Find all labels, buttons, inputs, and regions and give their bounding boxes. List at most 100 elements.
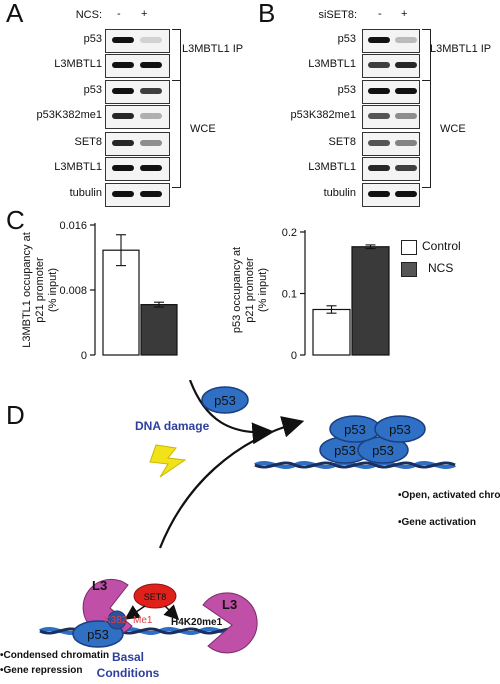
p53-cluster-label-2: p53 — [389, 422, 411, 437]
y-tick-label: 0.016 — [59, 220, 87, 232]
panel_b-band — [368, 140, 390, 146]
y-axis-label: p53 occupancy atp21 promoter(% input) — [231, 247, 269, 333]
panel_a-band — [140, 191, 162, 197]
panel_a-band — [140, 140, 162, 146]
panel_a-band — [112, 62, 134, 68]
legend-swatch-ncs — [401, 262, 417, 277]
panel-a-wce-bracket — [172, 80, 181, 188]
bar-ncs — [351, 246, 390, 356]
y-tick-label: 0.008 — [59, 285, 87, 297]
p53-free — [201, 386, 249, 414]
panel_a-row-label: SET8 — [74, 136, 102, 148]
bullet-right-1: •Open, activated chromatin — [398, 490, 500, 501]
panel-a-lane-minus: - — [117, 8, 121, 20]
bullet-left-1: •Condensed chromatin — [0, 650, 109, 661]
legend-swatch-control — [401, 240, 417, 255]
arrow-p53-to-chromatin — [188, 380, 275, 445]
dna-helix-activated — [254, 461, 456, 469]
panel-b-letter: B — [258, 0, 276, 28]
panel_a-row-label: L3MBTL1 — [54, 161, 102, 173]
bullet-right-2: •Gene activation — [398, 517, 476, 528]
panel_b-band — [395, 140, 417, 146]
panel-a-letter: A — [6, 0, 24, 28]
panel_b-band — [368, 165, 390, 171]
panel-b-wce-label: WCE — [440, 123, 466, 135]
panel_a-band — [140, 165, 162, 171]
panel_b-row-label: L3MBTL1 — [308, 58, 356, 70]
panel-d-diagram: p53 DNA damage p53 p53 p53 p53 •Open, ac… — [0, 380, 500, 680]
panel-b-ip-label: L3MBTL1 IP — [430, 43, 492, 55]
panel_a-row-label: tubulin — [69, 187, 102, 199]
panel-d-letter: D — [6, 400, 25, 430]
panel_a-row-label: L3MBTL1 — [54, 58, 102, 70]
p53-cluster-label-1: p53 — [344, 422, 366, 437]
panel-a-ip-label: L3MBTL1 IP — [182, 43, 244, 55]
set8 — [133, 583, 177, 609]
panel_b-band — [395, 191, 417, 197]
panel_a-band — [112, 88, 134, 94]
basal-label-2: Conditions — [97, 666, 160, 680]
panel_b-band — [395, 165, 417, 171]
panel_b-band — [368, 113, 390, 119]
panel_b-row-label: L3MBTL1 — [308, 161, 356, 173]
panel_b-band — [395, 113, 417, 119]
bullet-left-2: •Gene repression — [0, 665, 82, 676]
panel-a-lane-plus: + — [141, 8, 148, 20]
panel_b-row-label: tubulin — [323, 187, 356, 199]
p53-free-label: p53 — [214, 393, 236, 408]
p53-cluster-label-3: p53 — [334, 443, 356, 458]
panel_b-band — [368, 191, 390, 197]
panel_a-band — [112, 37, 134, 43]
bar-ncs — [140, 304, 178, 356]
y-tick-label: 0.2 — [282, 227, 297, 239]
panel_b-band — [395, 88, 417, 94]
panel-a-wce-label: WCE — [190, 123, 216, 135]
legend-label-control: Control — [422, 239, 461, 253]
panel_a-band — [112, 113, 134, 119]
l3-left-label: L3 — [92, 578, 107, 593]
basal-label-1: Basal — [112, 650, 144, 664]
panel-b-wce-bracket — [422, 80, 431, 188]
y-tick-label: 0 — [291, 350, 297, 362]
lightning-icon — [149, 444, 187, 478]
panel-b-condition-label: siSET8: — [318, 9, 357, 21]
panel-a-condition-label: NCS: — [75, 9, 102, 21]
l3-right-label: L3 — [222, 597, 237, 612]
dna-damage-label: DNA damage — [135, 419, 210, 433]
k382-label: K382 — [104, 615, 128, 626]
bar-control — [312, 308, 351, 356]
panel_a-band — [140, 113, 162, 119]
panel_a-band — [112, 140, 134, 146]
dna-helix-basal — [39, 627, 241, 635]
panel-c-letter: C — [6, 205, 25, 235]
p53-cluster — [319, 415, 426, 464]
me1-label: Me1 — [133, 615, 153, 626]
panel-b-lane-minus: - — [378, 8, 382, 20]
arrow-basal-to-activated — [158, 416, 305, 549]
panel_b-band — [368, 88, 390, 94]
panel_b-band — [368, 37, 390, 43]
panel_b-row-label: p53 — [337, 33, 356, 45]
panel_b-band — [395, 62, 417, 68]
panel_a-band — [112, 165, 134, 171]
l3-right — [202, 592, 258, 654]
p53-cluster-label-4: p53 — [372, 443, 394, 458]
set8-label: SET8 — [144, 592, 167, 602]
panel_b-row-label: SET8 — [328, 136, 356, 148]
panel_b-band — [368, 62, 390, 68]
bar-control — [102, 249, 140, 356]
panel_b-band — [395, 37, 417, 43]
p53-basal-label: p53 — [87, 627, 109, 642]
panel_b-row-label: p53K382me1 — [290, 109, 356, 121]
panel_a-row-label: p53 — [83, 33, 102, 45]
y-tick-label: 0 — [81, 350, 87, 362]
chart-p53-occupancy: 0 0.1 0.2 p53 occupancy atp21 promoter(% in… — [231, 227, 390, 362]
panel_b-row-label: p53 — [337, 84, 356, 96]
panel_a-band — [140, 62, 162, 68]
y-axis-label: L3MBTL1 occupancy atp21 promoter(% input… — [21, 232, 59, 348]
panel_b-blot-strip — [362, 29, 420, 53]
y-tick-label: 0.1 — [282, 289, 297, 301]
h4k20-label: H4K20me1 — [171, 617, 223, 628]
